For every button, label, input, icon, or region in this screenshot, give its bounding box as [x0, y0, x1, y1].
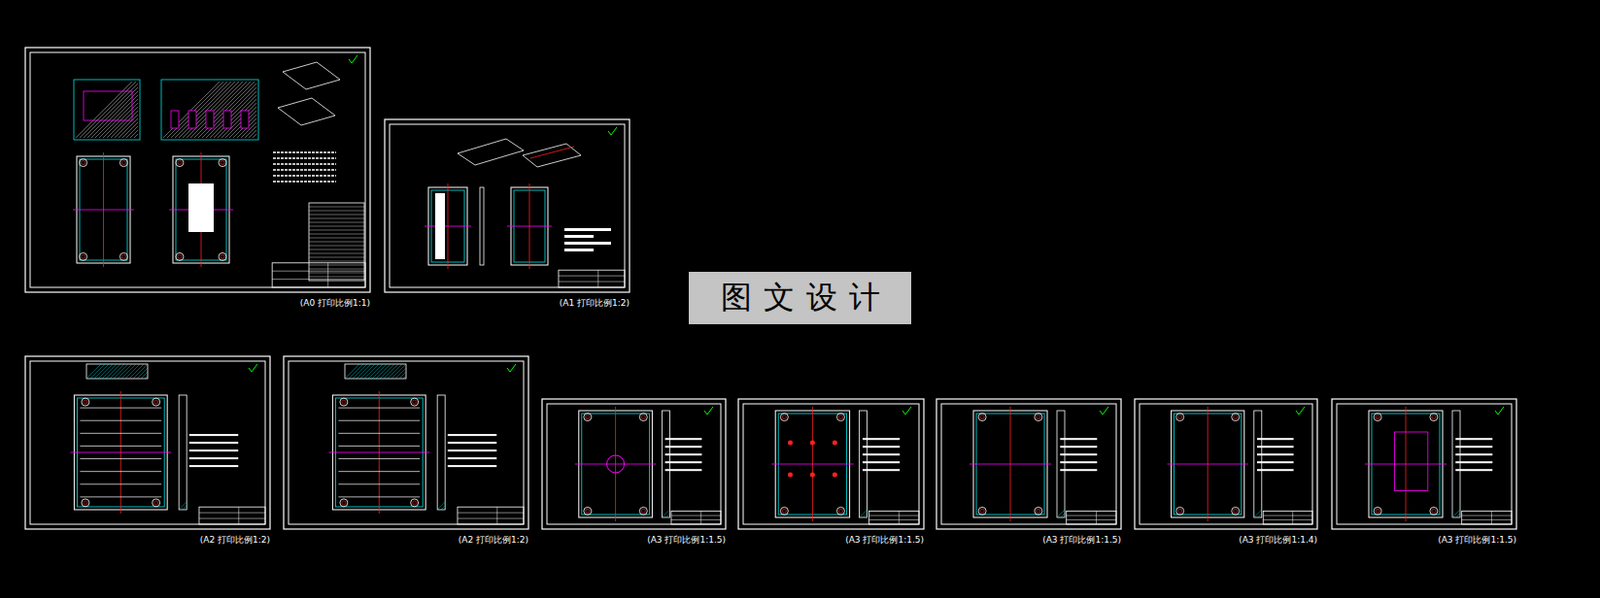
- sheet-caption: (A3 打印比例1:1.4): [1238, 534, 1318, 547]
- sheet-caption: (A2 打印比例1:2): [458, 534, 529, 547]
- drawing-sheet: [25, 47, 371, 293]
- drawing-sheet: [283, 356, 529, 530]
- watermark-text: 图文设计: [709, 276, 892, 320]
- watermark-box: 图文设计: [688, 272, 912, 325]
- drawing-sheet: [1331, 399, 1517, 530]
- drawing-sheet: [936, 399, 1122, 530]
- drawing-sheet: [384, 119, 630, 293]
- sheet-caption: (A3 打印比例1:1.5): [646, 534, 726, 547]
- drawing-sheet: [542, 399, 726, 530]
- sheet-caption: (A1 打印比例1:2): [559, 297, 630, 310]
- drawing-sheet: [738, 399, 924, 530]
- sheet-caption: (A3 打印比例1:1.5): [1042, 534, 1122, 547]
- sheet-caption: (A2 打印比例1:2): [200, 534, 271, 547]
- sheet-caption: (A3 打印比例1:1.5): [1437, 534, 1517, 547]
- sheet-caption: (A0 打印比例1:1): [300, 297, 371, 310]
- drawing-sheet: [1134, 399, 1318, 530]
- drawing-sheet: [25, 356, 271, 530]
- sheet-caption: (A3 打印比例1:1.5): [845, 534, 924, 547]
